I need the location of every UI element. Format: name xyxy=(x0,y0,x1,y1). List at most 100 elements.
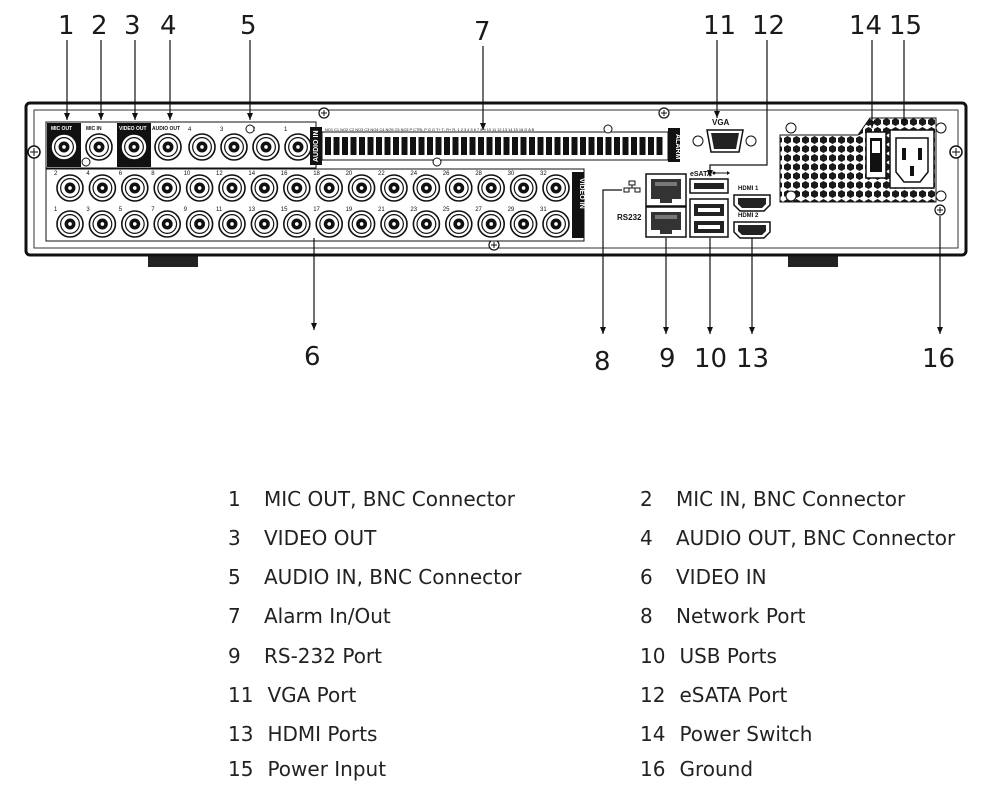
screw-icon xyxy=(785,190,797,202)
alarm-terminal-pin xyxy=(367,137,374,155)
alarm-terminal-pin xyxy=(512,137,518,155)
bnc-connector-icon xyxy=(218,210,246,238)
video-in-number: 6 xyxy=(119,171,123,177)
alarm-terminal-pin xyxy=(563,137,569,155)
legend-number: 16 xyxy=(640,757,666,781)
legend-number: 1 xyxy=(228,487,241,511)
alarm-terminal-pin xyxy=(622,137,629,155)
legend-text: Alarm In/Out xyxy=(264,604,391,628)
alarm-terminal-pin xyxy=(537,137,544,155)
alarm-terminal-pin xyxy=(571,137,578,155)
alarm-terminal-pin xyxy=(503,137,510,155)
alarm-terminal-pin xyxy=(325,137,331,155)
video-in-number: 31 xyxy=(540,207,547,213)
screw-icon xyxy=(27,145,41,159)
video-in-number: 7 xyxy=(151,207,155,213)
video-in-tab xyxy=(572,172,584,238)
alarm-terminal-pin xyxy=(529,137,535,155)
bnc-connector-icon xyxy=(444,174,473,202)
callout-15: 15 xyxy=(889,11,922,41)
legend-number: 14 xyxy=(640,722,666,746)
alarm-terminal-pin xyxy=(478,137,484,155)
legend-number: 5 xyxy=(228,565,241,589)
hdmi1-port xyxy=(733,194,771,212)
alarm-terminal-pin xyxy=(614,137,620,155)
leader-arrowhead xyxy=(247,113,253,120)
leader-arrowhead xyxy=(64,113,70,120)
callout-10: 10 xyxy=(694,344,727,374)
top-bnc-row xyxy=(50,133,312,161)
alarm-terminal-pin xyxy=(597,137,603,155)
audio-in-number: 1 xyxy=(284,127,288,133)
bnc-connector-icon xyxy=(380,174,408,202)
esata-label: eSATA xyxy=(690,171,712,178)
alarm-terminal-pin xyxy=(588,137,595,155)
dvr-rear-panel-diagram: MIC OUT MIC IN VIDEO OUT AUDIO OUT 4321 … xyxy=(24,11,968,377)
video-in-number: 19 xyxy=(346,207,353,213)
rs232-port xyxy=(645,206,687,238)
alarm-tab xyxy=(668,128,680,162)
screw-icon xyxy=(603,124,613,134)
callout-6: 6 xyxy=(304,342,321,372)
bnc-connector-icon xyxy=(220,133,248,161)
legend-number: 4 xyxy=(640,526,653,550)
callout-2: 2 xyxy=(91,11,108,41)
alarm-terminal-pin xyxy=(546,137,552,155)
screw-icon xyxy=(432,157,442,167)
audio-in-tab xyxy=(310,127,322,165)
alarm-terminal-pin xyxy=(639,137,646,155)
alarm-terminal-pin xyxy=(333,137,340,155)
callout-1: 1 xyxy=(58,11,75,41)
screw-icon xyxy=(785,122,797,134)
mic-out-label: MIC OUT xyxy=(51,126,72,132)
video-in-number: 9 xyxy=(184,207,188,213)
vga-label: VGA xyxy=(712,118,730,127)
alarm-terminal-pin xyxy=(495,137,501,155)
legend-text: VGA Port xyxy=(267,683,357,707)
bnc-connector-icon xyxy=(284,133,312,161)
screw-icon xyxy=(318,107,330,119)
leader-arrowhead xyxy=(714,111,720,118)
bnc-connector-icon xyxy=(153,174,181,202)
bnc-connector-icon xyxy=(153,210,181,238)
callout-5: 5 xyxy=(240,11,257,41)
alarm-label: ALARM xyxy=(674,134,681,159)
bnc-connector-icon xyxy=(444,210,473,238)
video-out-label: VIDEO OUT xyxy=(119,126,147,132)
legend-text: MIC IN, BNC Connector xyxy=(676,487,906,511)
left-foot xyxy=(148,255,198,267)
bnc-connector-icon xyxy=(154,133,182,161)
alarm-terminal-pin xyxy=(554,137,561,155)
video-in-number: 10 xyxy=(184,171,191,177)
bnc-connector-icon xyxy=(252,133,280,161)
alarm-terminal-pin xyxy=(605,137,612,155)
legend-number: 10 xyxy=(640,644,666,668)
bnc-connector-icon xyxy=(380,210,408,238)
callout-4: 4 xyxy=(160,11,177,41)
screw-icon xyxy=(935,122,947,134)
video-in-number: 15 xyxy=(281,207,288,213)
legend-text: Power Input xyxy=(267,757,387,781)
bnc-connector-icon xyxy=(56,174,84,202)
video-in-number: 30 xyxy=(508,171,515,177)
video-in-number: 22 xyxy=(378,171,385,177)
alarm-terminal-pin xyxy=(376,137,382,155)
callout-14: 14 xyxy=(849,11,882,41)
video-in-number: 23 xyxy=(410,207,417,213)
rs232-label: RS232 xyxy=(617,213,642,222)
audio-in-number: 4 xyxy=(188,127,192,133)
usb-ports xyxy=(689,198,729,238)
bnc-connector-icon xyxy=(56,210,84,238)
screw-icon xyxy=(658,107,670,119)
leader-arrowhead xyxy=(707,170,713,177)
bnc-connector-icon xyxy=(477,210,506,238)
hdmi2-port xyxy=(733,221,771,239)
legend-text: HDMI Ports xyxy=(267,722,378,746)
bnc-connector-icon xyxy=(121,210,149,238)
